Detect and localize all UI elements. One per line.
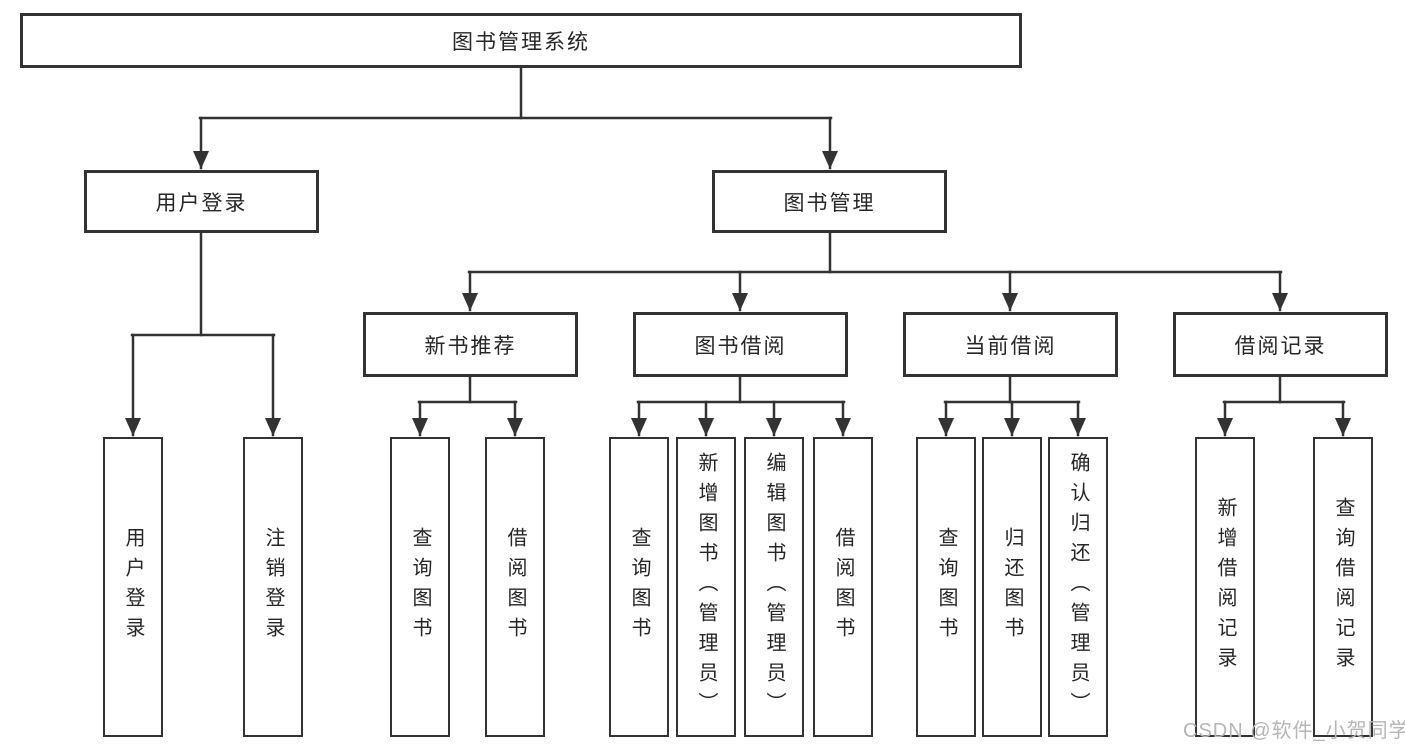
node-book-management: 图书管理	[712, 170, 947, 233]
leaf-newbooks-borrow-label: 借阅图书	[504, 527, 526, 647]
leaf-records-query-label: 查询借阅记录	[1332, 497, 1354, 677]
leaf-records-add-label: 新增借阅记录	[1214, 497, 1236, 677]
node-new-book-recommend: 新书推荐	[363, 312, 578, 377]
leaf-current-query: 查询图书	[916, 437, 976, 737]
node-book-borrow: 图书借阅	[633, 312, 848, 377]
leaf-logout-label: 注销登录	[262, 527, 284, 647]
leaf-newbooks-borrow: 借阅图书	[485, 437, 545, 737]
leaf-current-return: 归还图书	[982, 437, 1042, 737]
leaf-borrowing-edit-admin: 编辑图书（管理员）	[744, 437, 804, 737]
leaf-user-login: 用户登录	[103, 437, 163, 737]
leaf-current-query-label: 查询图书	[935, 527, 957, 647]
leaf-borrowing-add-admin-label: 新增图书（管理员）	[695, 452, 717, 722]
node-book-management-label: 图书管理	[783, 191, 876, 215]
node-root: 图书管理系统	[20, 13, 1022, 68]
leaf-user-login-label: 用户登录	[122, 527, 144, 647]
node-user-login: 用户登录	[84, 170, 319, 233]
leaf-current-confirm-admin-label: 确认归还（管理员）	[1067, 452, 1089, 722]
node-user-login-label: 用户登录	[155, 191, 248, 215]
node-book-borrow-label: 图书借阅	[694, 334, 787, 358]
leaf-borrowing-query-label: 查询图书	[628, 527, 650, 647]
node-borrow-records-label: 借阅记录	[1234, 334, 1327, 358]
csdn-watermark: CSDN @软件_小贺同学	[1183, 720, 1405, 742]
leaf-borrowing-edit-admin-label: 编辑图书（管理员）	[763, 452, 785, 722]
node-current-borrow: 当前借阅	[903, 312, 1118, 377]
leaf-newbooks-query: 查询图书	[390, 437, 450, 737]
node-current-borrow-label: 当前借阅	[964, 334, 1057, 358]
leaf-current-confirm-admin: 确认归还（管理员）	[1048, 437, 1108, 737]
node-new-book-recommend-label: 新书推荐	[424, 334, 517, 358]
node-borrow-records: 借阅记录	[1173, 312, 1388, 377]
leaf-borrowing-borrow-label: 借阅图书	[832, 527, 854, 647]
leaf-borrowing-borrow: 借阅图书	[813, 437, 873, 737]
leaf-records-add: 新增借阅记录	[1195, 437, 1255, 737]
leaf-records-query: 查询借阅记录	[1313, 437, 1373, 737]
leaf-current-return-label: 归还图书	[1001, 527, 1023, 647]
node-root-label: 图书管理系统	[452, 30, 590, 54]
leaf-borrowing-query: 查询图书	[609, 437, 669, 737]
leaf-newbooks-query-label: 查询图书	[409, 527, 431, 647]
leaf-logout: 注销登录	[243, 437, 303, 737]
leaf-borrowing-add-admin: 新增图书（管理员）	[676, 437, 736, 737]
